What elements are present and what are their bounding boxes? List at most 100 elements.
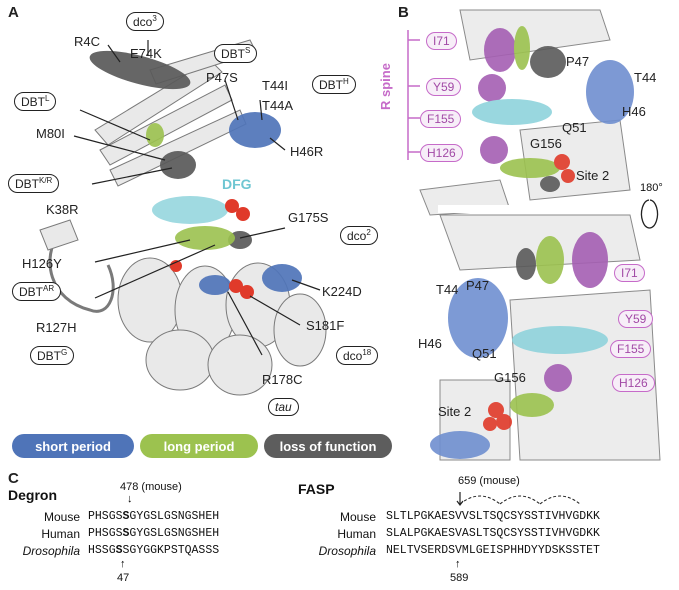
b-bot-sulfate-1 [488,402,504,418]
label-p47s: P47S [206,70,238,85]
degron-seq-drosophila: HSSGSSGYGGKPSTQASSS [88,544,220,557]
b-bot-cyan [512,326,608,354]
short-surface-top [229,112,281,148]
legend-long-period: long period [140,434,258,458]
b-top-sulfate-2 [561,169,575,183]
degron-title: Degron [8,487,57,503]
long-surface-1 [146,123,164,147]
b-bot-blue [448,278,508,358]
legend-short-period: short period [12,434,134,458]
pill-dbth: DBTH [312,75,356,94]
rotation-arrow-icon [640,199,659,229]
label-h46-top: H46 [622,104,646,119]
label-g156-bottom: G156 [494,370,526,385]
short-surface-mid [199,275,231,295]
degron-species-drosophila: Drosophila [22,544,80,558]
degron-species-mouse: Mouse [43,510,80,524]
helix-c5 [145,329,215,391]
b-bot-green [536,236,564,284]
degron-up-arrow-icon: ↑ [120,558,126,570]
spine-residue-y59-bottom: Y59 [618,310,654,328]
pill-dco18: dco18 [336,346,379,365]
label-k38r: K38R [46,202,79,217]
legend-loss-of-function: loss of function [264,434,392,458]
fasp-bottom-note: 589 [450,572,469,584]
panel-b-structure [407,9,679,461]
label-g156-top: G156 [530,136,562,151]
pill-dbtl: DBTL [14,92,57,111]
fasp-species-mouse: Mouse [339,510,376,524]
b-top-grey-1 [530,46,566,78]
panel-b-letter: B [398,4,409,21]
degron-species-human: Human [41,527,80,541]
label-p47-bottom: P47 [466,278,490,293]
label-t44i: T44I [262,78,289,93]
sulfate-sphere-3 [229,279,243,293]
lof-surface-top [89,50,191,90]
helix-c6 [207,334,273,396]
panel-c-letter: C [8,470,19,487]
pill-dco2: dco2 [340,226,378,245]
fasp-species-drosophila: Drosophila [318,544,376,558]
sulfate-sphere-1 [225,199,239,213]
short-surface-right [262,264,302,292]
lof-surface-mid [160,151,196,179]
spine-residue-f155-bottom: F155 [610,340,652,358]
label-h46r: H46R [290,144,324,159]
helix-c4 [273,293,327,367]
helix-left [39,219,79,251]
label-r178c: R178C [262,372,303,387]
dfg-surface [152,196,228,224]
label-r4c: R4C [74,34,101,49]
pill-dco3: dco3 [126,12,164,31]
b-top-purple-1 [484,28,516,72]
panel-a-letter: A [8,4,19,21]
fasp-seq-human: SLALPGKAESVASLTSQCSYSSTIVHVGDKK [386,527,600,540]
spine-residue-h126-bottom: H126 [612,374,655,392]
label-p47-top: P47 [566,54,590,69]
degron-top-note: 478 (mouse) [120,481,182,493]
b-bot-purple-2 [544,364,572,392]
b-top-blue [586,60,634,124]
b-top-sulfate-1 [554,154,570,170]
b-top-cyan [472,99,552,125]
b-top-green-1 [514,26,530,70]
b-top-grey-2 [540,176,560,192]
fasp-phospho-arrows [456,492,581,506]
label-m80i: M80I [36,126,65,141]
degron-bottom-note: 47 [117,572,130,584]
label-q51-bottom: Q51 [472,346,497,361]
spine-residue-i71-bottom: I71 [614,264,645,282]
fasp-seq-mouse: SLTLPGKAESVVSLTSQCSYSSTIVHVGDKK [386,510,600,523]
label-r127h: R127H [36,320,77,335]
panel-a-structure [39,39,327,396]
fasp-species-human: Human [337,527,376,541]
pill-dbtg: DBTG [30,346,75,365]
b-bot-grey [516,248,536,280]
b-bot-purple-1 [572,232,608,288]
b-top-green-2 [500,158,560,178]
sulfate-sphere-4 [240,285,254,299]
label-rotation: 180° [640,182,663,194]
fasp-seq-drosophila: NELTVSERDSVMLGEISPHHDYYDSKSSTET [386,544,600,557]
label-g175s: G175S [288,210,329,225]
label-dfg: DFG [222,176,252,192]
label-t44a: T44A [262,98,294,113]
b-top-purple-3 [480,136,508,164]
label-q51-top: Q51 [562,120,587,135]
fasp-top-note: 659 (mouse) [458,475,520,487]
label-e74k: E74K [130,46,162,61]
degron-seq-human: PHSGSSGYGSLGSNGSHEH [88,527,220,540]
b-bot-sulfate-2 [496,414,512,430]
b-bot-green-2 [510,393,554,417]
pill-dbtkr: DBTK/R [8,174,60,193]
spine-residue-i71-top: I71 [426,32,457,50]
long-surface-2 [175,226,235,250]
pill-dbtar: DBTAR [12,282,62,301]
label-site2-bottom: Site 2 [438,404,472,419]
pill-dbts: DBTS [214,44,258,63]
label-t44-bottom: T44 [436,282,459,297]
b-bot-sulfate-3 [483,417,497,431]
label-site2-top: Site 2 [576,168,610,183]
degron-down-arrow-icon: ↓ [127,493,133,505]
